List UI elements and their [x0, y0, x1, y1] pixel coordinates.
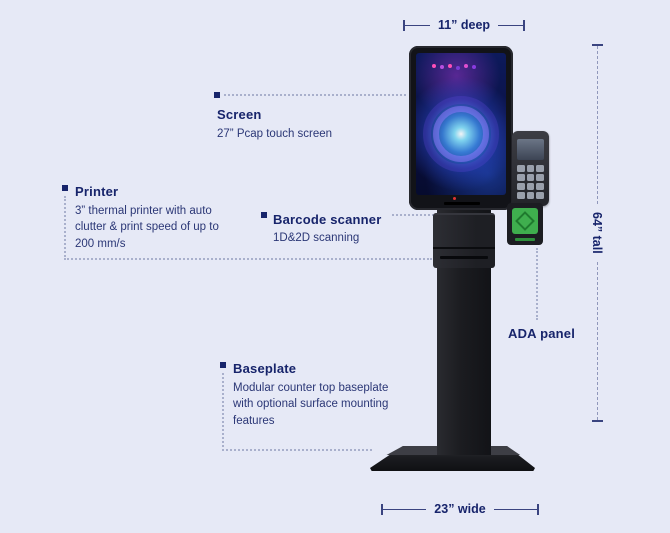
dimension-line [596, 261, 598, 420]
baseplate-leader-line [222, 373, 224, 451]
dimension-line [493, 508, 538, 510]
screen-graphic-ring [423, 96, 499, 172]
payment-terminal-screen [517, 139, 544, 160]
barcode-scanner-window [444, 202, 480, 205]
printer-leader-line [64, 196, 66, 260]
dimension-line [405, 24, 430, 26]
height-label: 64” tall [590, 212, 604, 254]
baseplate-leader-line [222, 449, 372, 451]
screen-label: Screen [217, 107, 262, 122]
ada-panel-green-pad [512, 208, 538, 234]
barcode-scanner-label: Barcode scanner [273, 212, 382, 227]
ada-panel-label: ADA panel [508, 326, 576, 341]
screen-description: 27” Pcap touch screen [217, 128, 333, 140]
printer-description: 3” thermal printer with auto clutter & p… [75, 205, 219, 250]
printer-paper-slot [440, 256, 488, 259]
dimension-tick [591, 44, 603, 46]
barcode-leader-line [392, 214, 434, 216]
depth-label: 11” deep [437, 18, 491, 32]
payment-terminal-keypad [517, 165, 544, 199]
barcode-marker [261, 212, 267, 218]
ada-leader-line [536, 248, 538, 320]
screen-marker [214, 92, 220, 98]
ada-panel-bar [515, 238, 535, 241]
scanner-led-indicator [453, 197, 456, 200]
baseplate-description: Modular counter top baseplate with optio… [233, 382, 389, 427]
dimension-line [498, 24, 523, 26]
dimension-tick [381, 503, 383, 515]
height-dimension: 64” tall [590, 44, 604, 422]
printer-label: Printer [75, 184, 119, 199]
printer-module [433, 213, 495, 268]
width-label: 23” wide [434, 502, 486, 516]
screen-graphic-dots [432, 64, 436, 68]
dimension-tick [537, 503, 540, 515]
dimension-line [383, 508, 427, 510]
screen-leader-line [224, 94, 406, 96]
depth-dimension: 11” deep [403, 15, 525, 35]
dimension-line [596, 46, 598, 205]
dimension-tick [403, 19, 405, 31]
width-dimension: 23” wide [381, 499, 540, 519]
barcode-scanner-description: 1D&2D scanning [273, 232, 360, 244]
baseplate-label: Baseplate [233, 361, 297, 376]
dimension-tick [591, 420, 603, 422]
screen-graphic-ring [433, 106, 489, 162]
printer-seam [433, 247, 495, 249]
printer-marker [62, 185, 68, 191]
dimension-tick [523, 19, 525, 31]
printer-leader-line [64, 258, 432, 260]
baseplate-marker [220, 362, 226, 368]
